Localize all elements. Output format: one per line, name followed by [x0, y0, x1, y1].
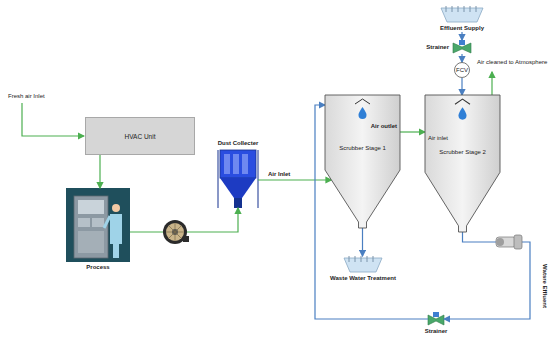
strainer-icon — [428, 312, 444, 325]
valve-circle: FCV — [454, 62, 470, 78]
annotation-label: Air inlet — [428, 135, 448, 142]
node-label: Dust Collecter — [218, 140, 259, 147]
equipment-node: Waste Water Treatment — [343, 256, 383, 273]
air-duct — [99, 155, 100, 188]
process-box: HVAC Unit — [85, 117, 195, 155]
effluent-basin-icon — [441, 6, 483, 22]
node-label: Process — [86, 264, 109, 271]
scrubber-outline — [425, 95, 500, 232]
scrubber-vessel: Scrubber Stage 1 — [325, 95, 400, 228]
node-label: Scrubber Stage 2 — [439, 149, 486, 156]
equipment-node: Dust Collecter — [218, 150, 258, 208]
equipment-node: Process — [66, 188, 130, 262]
equipment-node: Strainer — [453, 40, 471, 54]
node-label: Waste Water Treatment — [330, 275, 396, 282]
air-duct — [258, 179, 331, 180]
exhaust-arrow — [491, 72, 492, 95]
pump-symbol — [496, 235, 522, 249]
air-duct — [400, 131, 425, 132]
annotation-label: Air cleaned to Atmosphere — [477, 59, 547, 66]
wastewater-basin-icon — [344, 256, 382, 272]
equipment-node: Strainer — [428, 312, 444, 326]
equipment-node: Effluent Supply — [432, 2, 492, 32]
edge-label: Air Inlet — [268, 171, 290, 178]
node-label: FCV — [456, 67, 468, 74]
annotation-label: Watsre Effluent — [541, 264, 548, 308]
water-pipe — [444, 232, 530, 319]
water-pipe — [461, 32, 462, 40]
scrubber-vessel: Scrubber Stage 2 — [425, 95, 500, 232]
annotation-label: Fresh air Inlet — [8, 93, 45, 100]
node-label: Scrubber Stage 1 — [339, 145, 386, 152]
fresh-air-line — [22, 103, 84, 136]
process-picture — [66, 188, 130, 262]
edge-label: Air outlet — [371, 123, 397, 130]
node-label: Effluent Supply — [432, 25, 492, 32]
fan-symbol — [163, 220, 189, 244]
node-label: Strainer — [425, 328, 448, 335]
water-pipe — [461, 78, 462, 95]
water-pipe — [461, 54, 462, 62]
node-label: Strainer — [426, 44, 449, 51]
node-label: HVAC Unit — [125, 133, 156, 140]
water-pipe — [362, 228, 363, 256]
dust-collector-icon — [218, 150, 258, 208]
scrubber-outline — [325, 95, 400, 228]
strainer-icon — [453, 40, 471, 53]
